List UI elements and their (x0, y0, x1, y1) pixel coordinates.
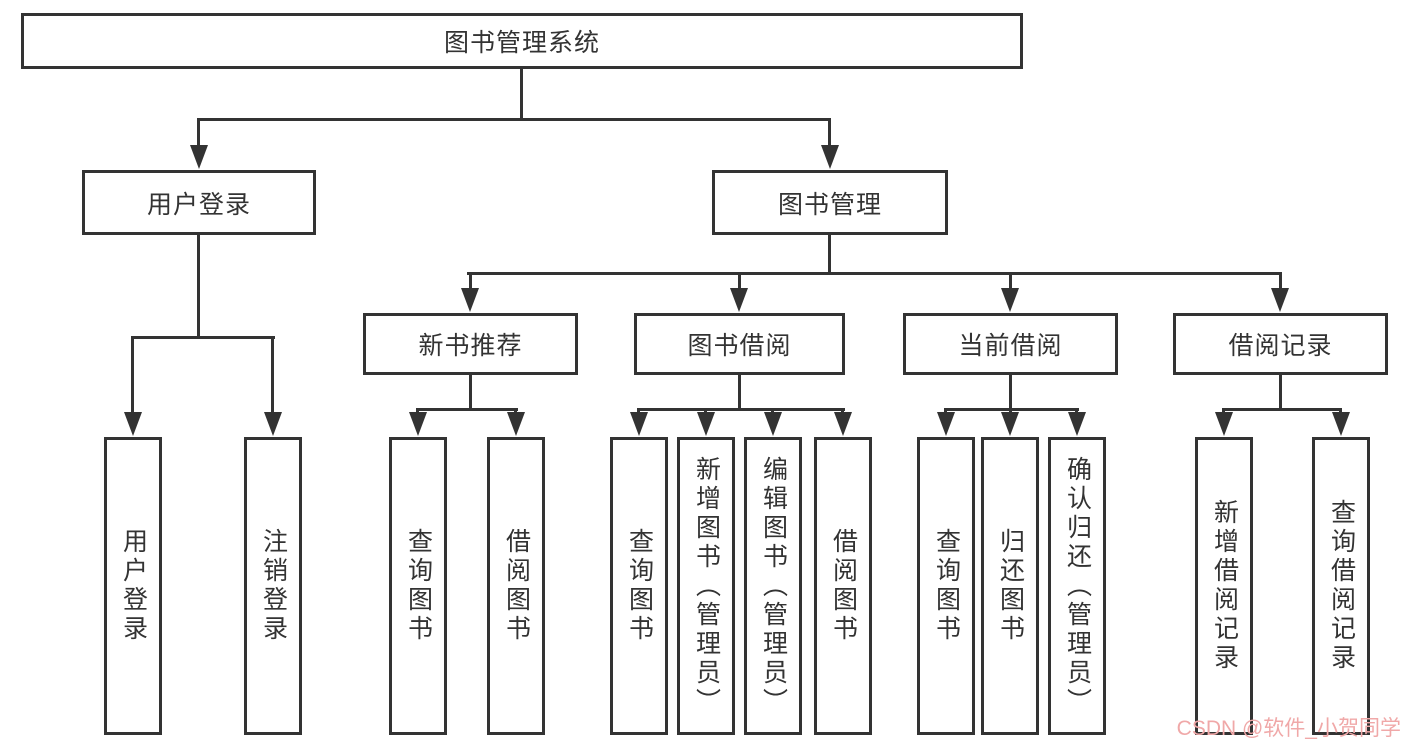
leaf-query-books-1: 查询图书 (389, 437, 447, 735)
connector-line (131, 336, 275, 339)
connector-line (637, 408, 845, 411)
connector-line (1279, 375, 1282, 411)
connector-line (1222, 408, 1342, 411)
arrowhead-icon (764, 412, 782, 436)
node-label: 用户登录 (119, 528, 148, 644)
arrowhead-icon (1068, 412, 1086, 436)
leaf-return-books: 归还图书 (981, 437, 1039, 735)
arrowhead-icon (834, 412, 852, 436)
arrowhead-icon (1001, 412, 1019, 436)
node-label: 图书管理系统 (443, 29, 600, 57)
node-label: 用户登录 (146, 190, 251, 219)
node-label: 新书推荐 (418, 332, 523, 360)
connector-line (469, 272, 472, 290)
arrowhead-icon (190, 145, 208, 169)
connector-line (469, 375, 472, 411)
connector-line (197, 118, 200, 148)
node-label: 当前借阅 (958, 332, 1063, 360)
leaf-logout: 注销登录 (244, 437, 302, 735)
node-book-borrowing: 图书借阅 (634, 313, 845, 375)
arrowhead-icon (409, 412, 427, 436)
arrowhead-icon (630, 412, 648, 436)
node-user-login: 用户登录 (82, 170, 316, 235)
arrowhead-icon (1001, 288, 1019, 312)
connector-line (520, 69, 523, 121)
node-label: 查询图书 (404, 528, 433, 644)
node-label: 借阅图书 (829, 528, 858, 644)
arrowhead-icon (821, 145, 839, 169)
leaf-query-borrow-record: 查询借阅记录 (1312, 437, 1370, 735)
leaf-add-borrow-record: 新增借阅记录 (1195, 437, 1253, 735)
connector-line (131, 336, 134, 414)
connector-line (738, 375, 741, 411)
watermark: CSDN @软件_小贺同学 (1176, 717, 1401, 740)
connector-line (416, 408, 518, 411)
connector-line (197, 118, 831, 121)
arrowhead-icon (124, 412, 142, 436)
connector-line (944, 408, 1079, 411)
node-label: 新增图书（管理员） (692, 455, 721, 717)
leaf-query-books-2: 查询图书 (610, 437, 668, 735)
arrowhead-icon (697, 412, 715, 436)
arrowhead-icon (937, 412, 955, 436)
leaf-query-books-3: 查询图书 (917, 437, 975, 735)
arrowhead-icon (507, 412, 525, 436)
node-label: 图书借阅 (687, 332, 792, 360)
arrowhead-icon (461, 288, 479, 312)
node-new-book-recommendation: 新书推荐 (363, 313, 578, 375)
node-label: 查询图书 (932, 528, 961, 644)
arrowhead-icon (264, 412, 282, 436)
connector-line (1009, 272, 1012, 290)
arrowhead-icon (730, 288, 748, 312)
connector-line (197, 235, 200, 339)
node-label: 新增借阅记录 (1210, 499, 1239, 673)
leaf-add-books-admin: 新增图书（管理员） (677, 437, 735, 735)
node-label: 确认归还（管理员） (1063, 455, 1092, 717)
connector-line (738, 272, 741, 290)
node-label: 注销登录 (259, 528, 288, 644)
node-borrowing-records: 借阅记录 (1173, 313, 1388, 375)
leaf-confirm-return-admin: 确认归还（管理员） (1048, 437, 1106, 735)
connector-line (271, 336, 274, 414)
arrowhead-icon (1332, 412, 1350, 436)
connector-line (1279, 272, 1282, 290)
node-label: 借阅图书 (502, 528, 531, 644)
node-label: 图书管理 (777, 190, 882, 219)
node-label: 归还图书 (996, 528, 1025, 644)
node-label: 查询借阅记录 (1327, 499, 1356, 673)
node-book-management: 图书管理 (712, 170, 948, 235)
leaf-edit-books-admin: 编辑图书（管理员） (744, 437, 802, 735)
node-root: 图书管理系统 (21, 13, 1023, 69)
leaf-user-login: 用户登录 (104, 437, 162, 735)
node-current-borrowing: 当前借阅 (903, 313, 1118, 375)
arrowhead-icon (1215, 412, 1233, 436)
node-label: 编辑图书（管理员） (759, 455, 788, 717)
connector-line (1009, 375, 1012, 416)
leaf-borrow-books-2: 借阅图书 (814, 437, 872, 735)
node-label: 查询图书 (625, 528, 654, 644)
leaf-borrow-books-1: 借阅图书 (487, 437, 545, 735)
connector-line (828, 235, 831, 275)
connector-line (828, 118, 831, 148)
arrowhead-icon (1271, 288, 1289, 312)
connector-line (467, 272, 1282, 275)
node-label: 借阅记录 (1228, 332, 1333, 360)
